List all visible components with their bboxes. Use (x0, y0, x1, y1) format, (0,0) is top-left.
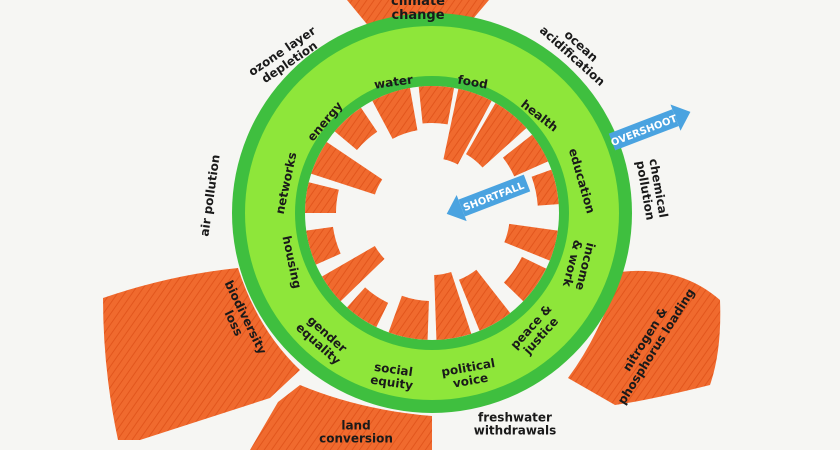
shortfall-wedges (305, 85, 559, 340)
label-air: air pollution (197, 154, 222, 238)
overshoot-arrow-shaft (608, 109, 679, 151)
label-food-line: food (457, 73, 489, 92)
label-climate-line: climate (391, 0, 445, 9)
label-freshwater-line: freshwater (478, 410, 552, 424)
label-water-line: water (373, 72, 414, 91)
wedge-biodiversity (103, 268, 300, 440)
shortfall-wedge (531, 169, 559, 206)
doughnut-rings (232, 13, 632, 413)
shortfall-wedge (504, 223, 558, 261)
shortfall-wedge (305, 182, 339, 213)
shortfall-wedge (502, 134, 549, 177)
label-social-line: social (373, 360, 413, 379)
shortfall-arrow-shaft (458, 174, 531, 217)
shortfall-wedge (503, 256, 547, 302)
label-climate-line: change (391, 8, 444, 23)
shortfall-wedge (306, 226, 341, 265)
label-chemical: chemicalpollution (633, 157, 670, 221)
shortfall-wedge (418, 85, 455, 125)
label-political-line: voice (452, 371, 489, 391)
overshoot-arrow-head (670, 104, 691, 131)
shortfall-wedge (388, 295, 429, 340)
label-air-line: air pollution (197, 154, 222, 238)
wedge-nitrogen (568, 270, 721, 405)
shortfall-wedge (322, 246, 385, 302)
label-land-line: land (341, 418, 370, 432)
label-land-line: conversion (319, 432, 393, 446)
shortfall-wedge (458, 269, 511, 331)
shortfall-wedge (347, 287, 389, 328)
overshoot-arrow: OVERSHOOT (608, 104, 691, 151)
shortfall-wedge (372, 87, 418, 139)
shortfall-wedge (434, 271, 472, 340)
wedge-land (250, 385, 432, 450)
shortfall-wedge (466, 103, 527, 168)
overshoot-wedges (103, 0, 721, 450)
label-social-line: equity (369, 373, 414, 393)
shortfall-wedge (443, 88, 492, 165)
label-food: food (457, 73, 489, 92)
label-water: water (373, 72, 414, 91)
shortfall-arrow-head (446, 195, 467, 222)
shortfall-wedge (334, 107, 378, 151)
label-freshwater-line: withdrawals (474, 424, 557, 438)
label-social: socialequity (369, 360, 415, 393)
shortfall-wedge (311, 141, 383, 195)
